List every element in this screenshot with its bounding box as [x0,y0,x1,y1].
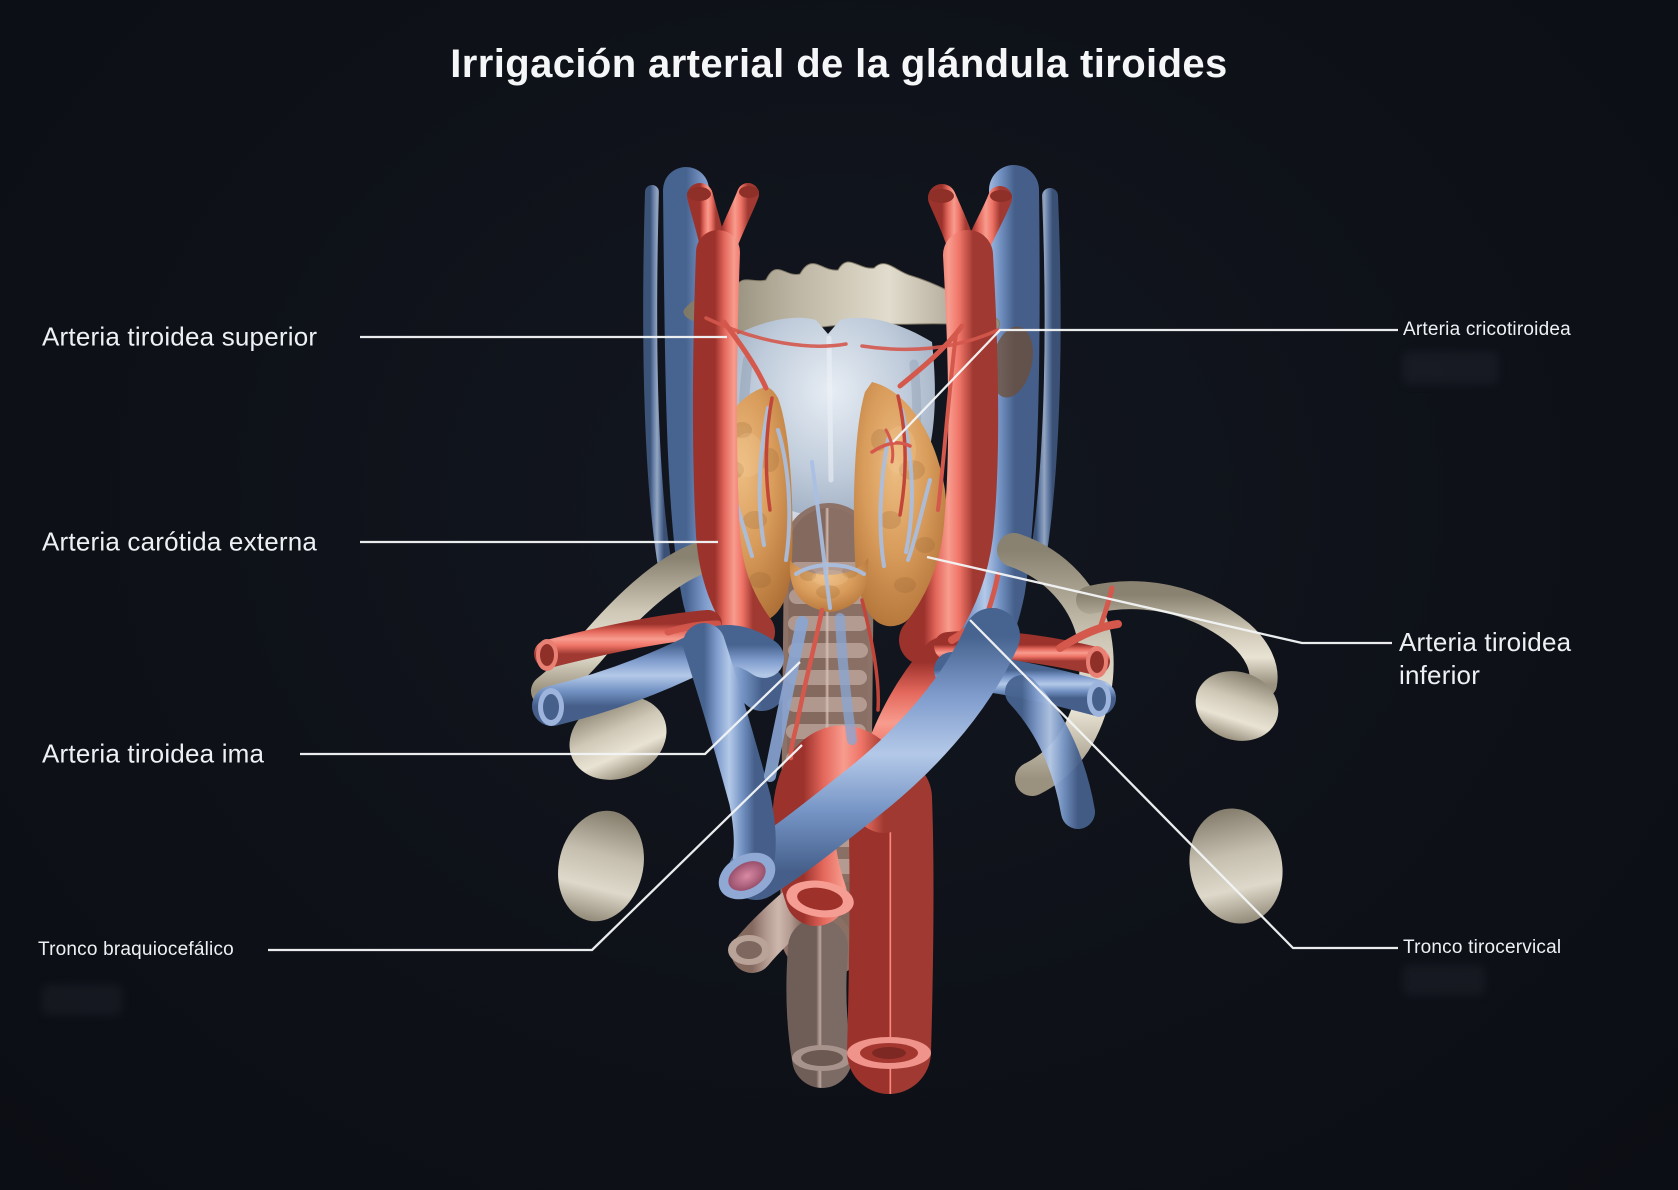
left-common-carotid [693,230,775,654]
page-title: Irrigación arterial de la glándula tiroi… [450,42,1228,86]
label-tronco-tirocervical: Tronco tirocervical [1403,937,1562,958]
thyroid-surface-arteries [764,394,907,712]
leader-ima [300,661,801,756]
thyroid-ima-artery [788,607,825,761]
label-arteria-cricotiroidea: Arteria cricotiroidea [1403,319,1571,340]
right-common-carotid [899,230,999,665]
esophagus [786,918,852,1088]
label-arteria-tiroidea-ima: Arteria tiroidea ima [42,738,265,769]
leader-braquiocefalico [268,744,803,952]
ghost-smudge [42,985,122,1015]
ghost-smudge [1403,965,1485,995]
ghost-smudge [1403,352,1498,384]
label-arteria-carotida-externa: Arteria carótida externa [42,526,318,557]
label-arteria-tiroidea-inferior: Arteria tiroidea inferior [1399,626,1572,690]
leader-tirocervical [969,619,1398,950]
inferior-thyroid-veins [764,613,857,782]
label-tronco-braquiocefalico: Tronco braquiocefálico [38,939,234,960]
leader-cricotiroidea [892,328,1398,443]
leader-lines [268,328,1398,952]
label-arteria-tiroidea-superior: Arteria tiroidea superior [42,321,318,352]
leader-inferior [926,555,1392,645]
carotid-arteries [687,183,1033,665]
fine-arteries [704,316,1000,761]
